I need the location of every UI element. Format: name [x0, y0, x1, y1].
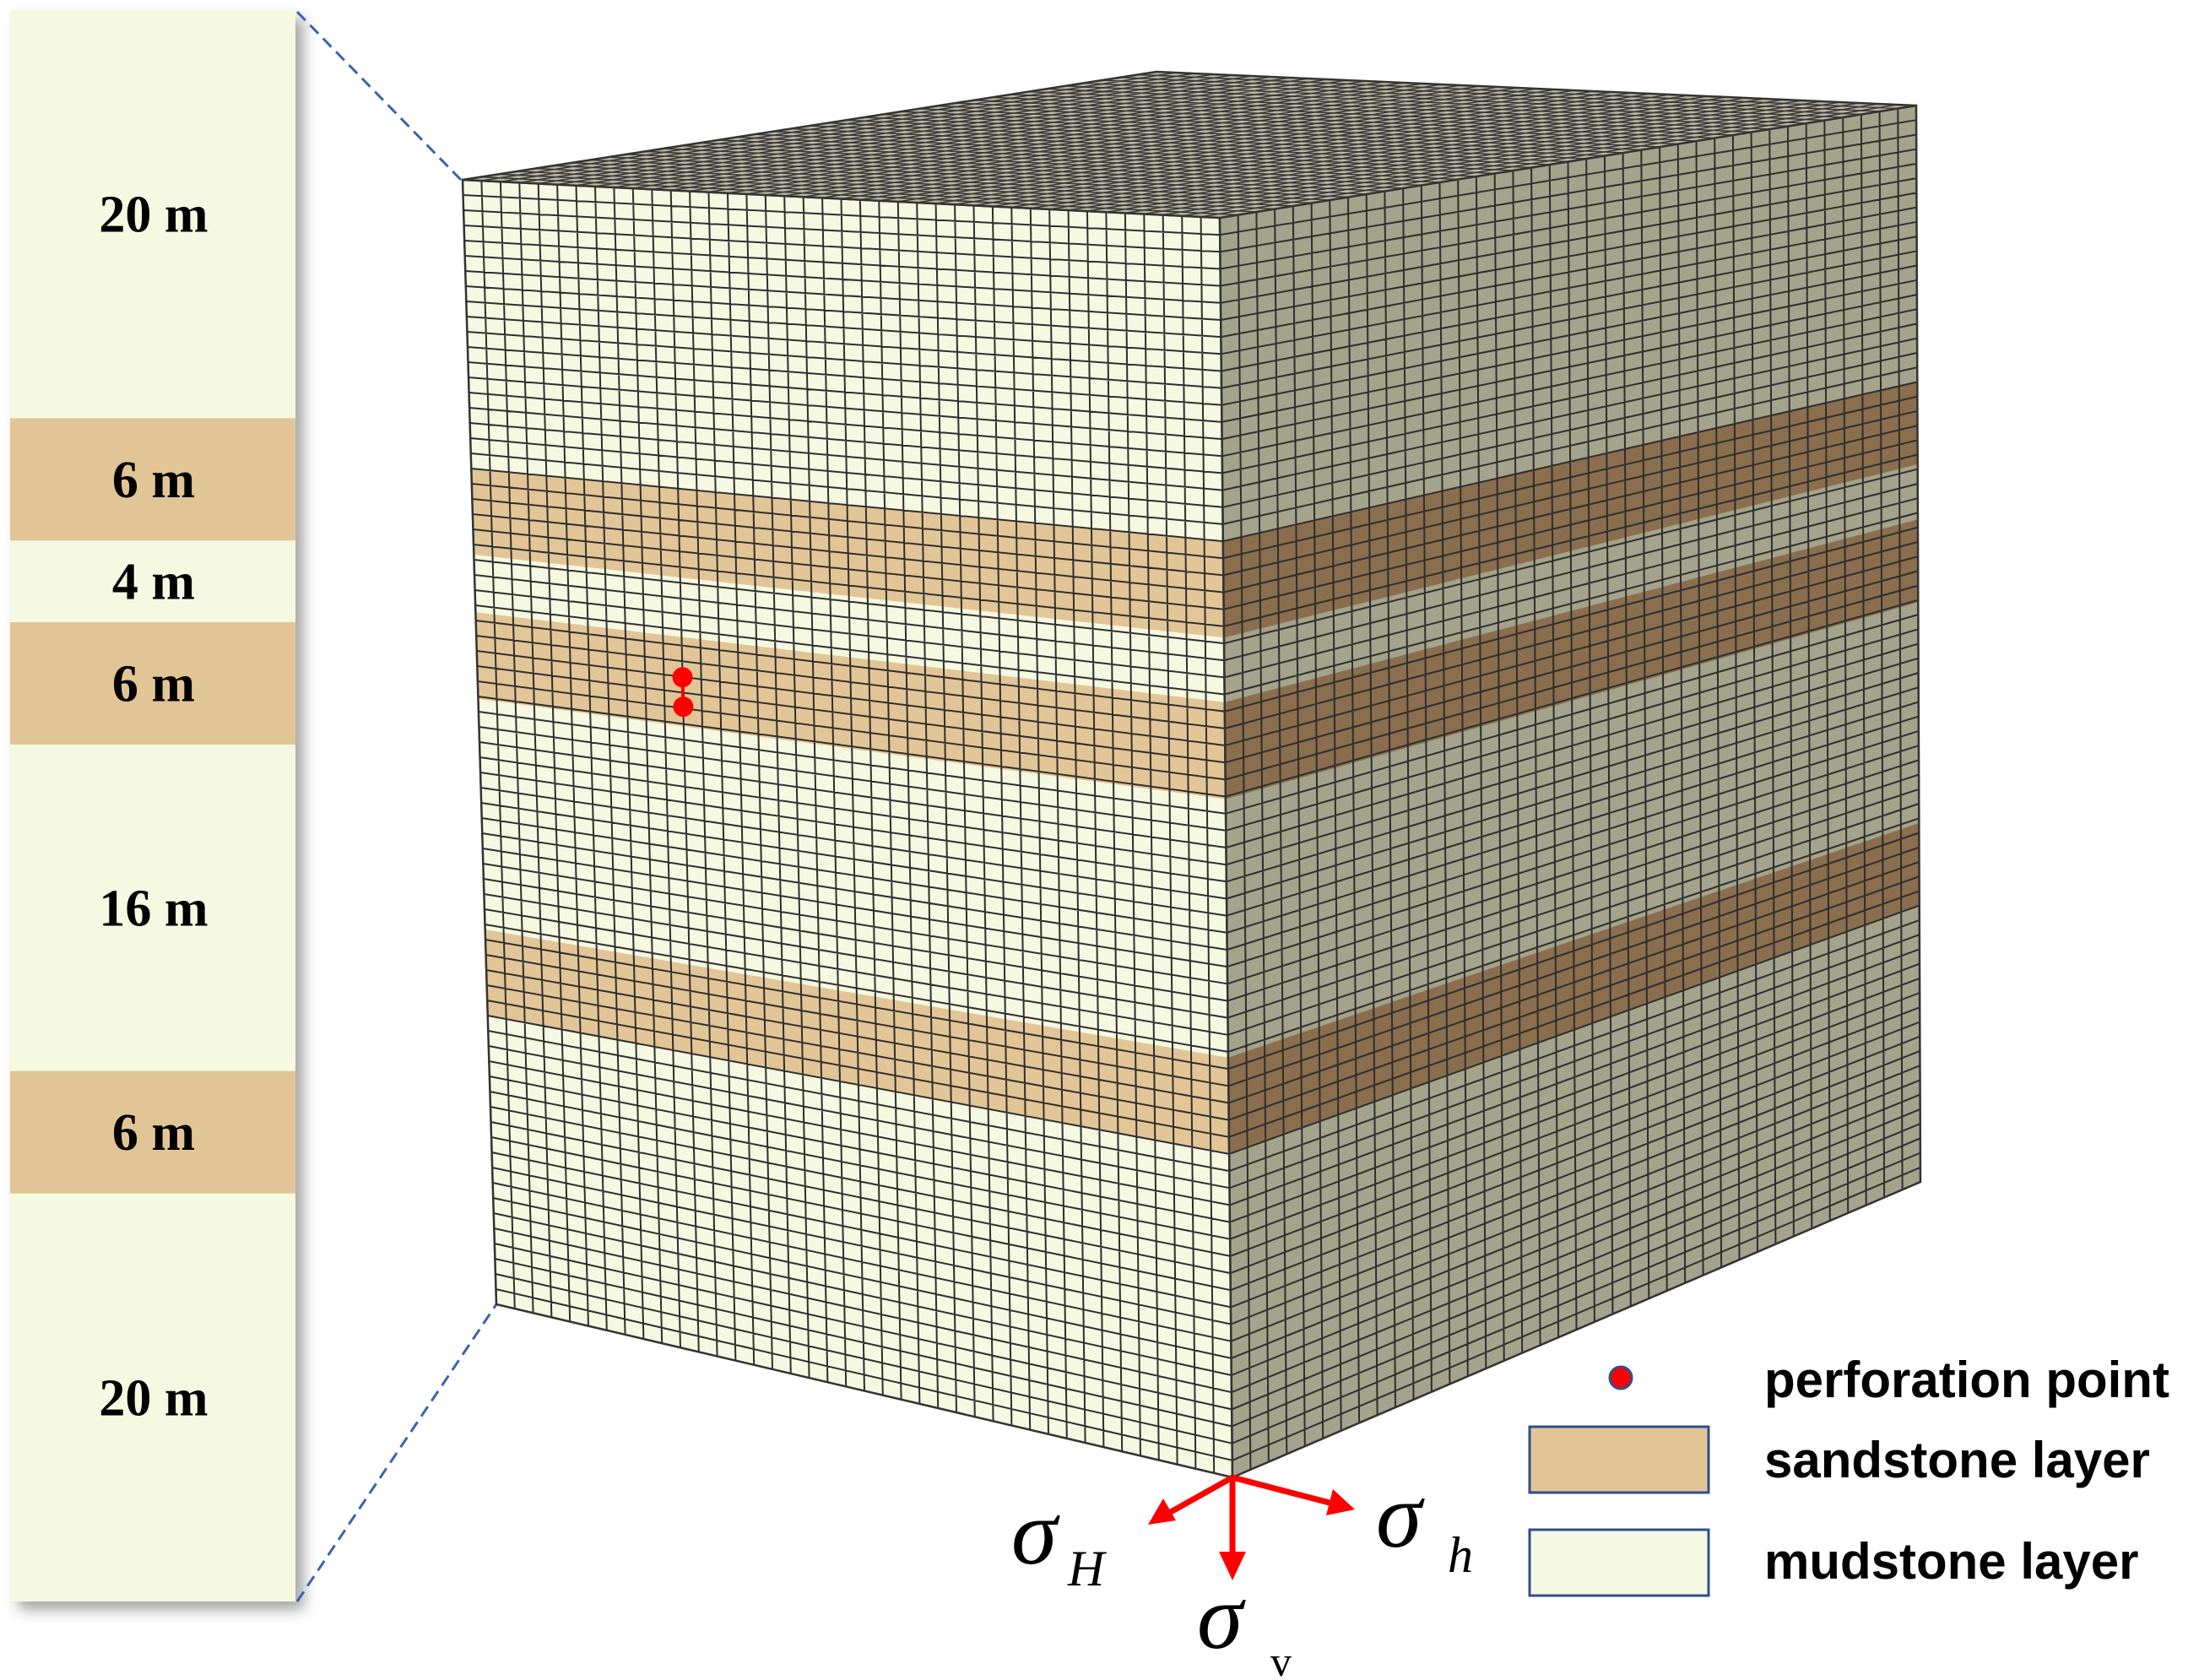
sigma-H-subscript: H: [1067, 1541, 1108, 1596]
strata-column: 20 m 6 m 4 m 6 m 16 m 6 m 20 m: [10, 10, 295, 1601]
sigma-H-symbol: σ: [1011, 1481, 1060, 1584]
legend-mudstone-label: mudstone layer: [1764, 1533, 2138, 1590]
column-layer-label: 6 m: [112, 452, 195, 509]
column-layer-sandstone: [10, 1070, 295, 1194]
legend-perforation-label: perforation point: [1764, 1352, 2169, 1408]
legend-sandstone-label: sandstone layer: [1764, 1432, 2150, 1488]
connector-top-dashed: [295, 10, 463, 182]
stress-axes: σ H σ h σ v: [1011, 1464, 1473, 1680]
perforation-points: [672, 667, 694, 718]
stress-arrow-H: [1167, 1474, 1234, 1516]
column-layer-label: 20 m: [99, 1369, 208, 1427]
stress-arrow-H-head: [1148, 1498, 1176, 1525]
sigma-h-symbol: σ: [1376, 1464, 1425, 1567]
column-layer-sandstone: [10, 622, 295, 745]
column-layer-sandstone: [10, 418, 295, 541]
stress-arrow-h-head: [1326, 1489, 1355, 1515]
front-face: [461, 178, 1234, 1479]
side-base: [1220, 106, 1920, 1477]
stress-arrow-v-head: [1219, 1552, 1246, 1580]
column-layer-label: 6 m: [112, 656, 195, 713]
column-frame: [10, 10, 295, 1601]
connector-bottom-dashed: [295, 1303, 498, 1602]
sigma-v-subscript: v: [1270, 1638, 1292, 1680]
legend: perforation point sandstone layer mudsto…: [1528, 1352, 2169, 1597]
stress-arrow-h: [1232, 1474, 1330, 1506]
column-layer-label: 20 m: [99, 187, 208, 244]
perforation-point: [672, 667, 693, 688]
column-layers: 20 m 6 m 4 m 6 m 16 m 6 m 20 m: [10, 187, 295, 1427]
side-face: [1218, 104, 1922, 1479]
legend-perforation-marker: [1608, 1365, 1633, 1390]
column-layer-label: 6 m: [112, 1104, 195, 1162]
legend-sandstone-swatch: [1528, 1425, 1710, 1494]
legend-mudstone-swatch: [1528, 1528, 1710, 1597]
column-layer-label: 4 m: [112, 554, 195, 611]
top-face: [462, 70, 1917, 219]
column-layer-label: 16 m: [99, 880, 208, 937]
top-outline: [462, 70, 1917, 219]
perforation-point: [673, 696, 694, 718]
sigma-h-subscript: h: [1448, 1527, 1473, 1583]
mesh-block: [461, 70, 1922, 1479]
sigma-v-symbol: σ: [1197, 1565, 1246, 1668]
